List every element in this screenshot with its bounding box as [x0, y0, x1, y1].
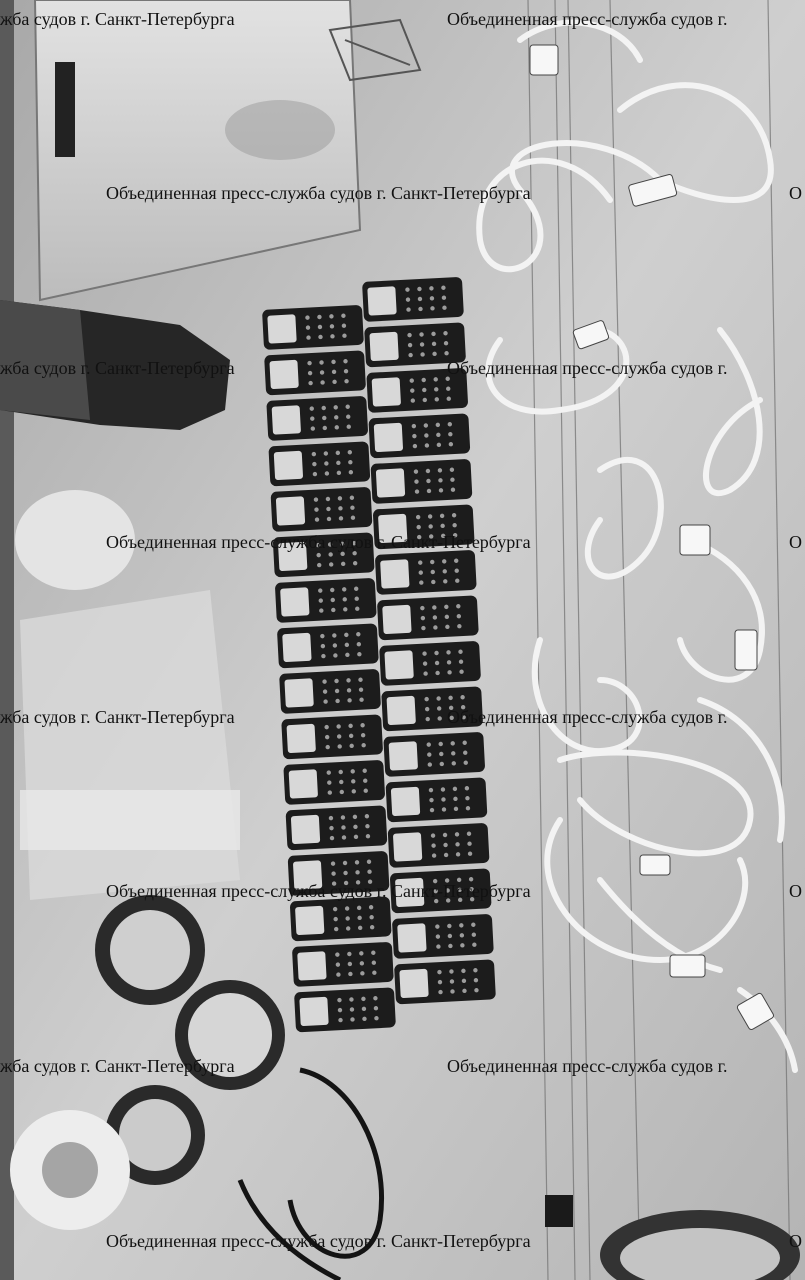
watermark: жба судов г. Санкт-Петербурга: [0, 1056, 235, 1076]
phone: [277, 623, 379, 669]
gloved-hand: [0, 300, 230, 430]
watermark: О: [789, 532, 802, 552]
phone: [373, 504, 475, 550]
phone: [368, 413, 471, 459]
phone: [266, 396, 368, 441]
phone: [279, 669, 381, 714]
phone: [292, 942, 394, 987]
phone: [387, 823, 490, 868]
phone: [375, 550, 477, 595]
phone: [381, 686, 483, 732]
phone: [364, 322, 466, 368]
watermark: Объединенная пресс-служба судов г. Санкт…: [106, 183, 531, 203]
phone: [281, 714, 383, 760]
phone: [287, 851, 390, 896]
watermark: Объединенная пресс-служба судов г. Санкт…: [106, 1231, 531, 1251]
phone: [264, 350, 366, 396]
watermark: Объединенная пресс-служба судов г.: [447, 9, 728, 29]
watermark: Объединенная пресс-служба судов г.: [447, 1056, 728, 1076]
watermark: О: [789, 1231, 802, 1251]
watermark: О: [789, 881, 802, 901]
phone: [362, 277, 464, 322]
phone: [394, 959, 496, 1005]
laptop: [33, 0, 362, 302]
phone: [270, 487, 373, 532]
phone: [377, 595, 479, 641]
phone: [392, 914, 494, 959]
phone: [275, 578, 377, 623]
dark-plug: [545, 1195, 573, 1227]
phone: [379, 641, 481, 686]
phone: [383, 732, 485, 777]
watermark: Объединенная пресс-служба судов г. Санкт…: [106, 881, 531, 901]
phone: [273, 532, 375, 578]
watermark: Объединенная пресс-служба судов г.: [447, 358, 728, 378]
phone: [262, 305, 364, 350]
phone: [366, 368, 468, 413]
phone: [294, 987, 396, 1033]
watermark: О: [789, 183, 802, 203]
wire-stand: [328, 18, 422, 82]
dark-cable: [237, 1067, 384, 1280]
left-dark-margin: [0, 0, 14, 1280]
phone: [385, 777, 488, 823]
phone: [390, 868, 492, 914]
phone: [283, 760, 385, 805]
phone: [268, 441, 371, 487]
phone: [290, 896, 392, 942]
watermark: жба судов г. Санкт-Петербурга: [0, 9, 235, 29]
tape-rolls: [10, 895, 800, 1280]
phone: [370, 459, 473, 504]
cable-connectors: [529, 44, 774, 1030]
watermark: Объединенная пресс-служба судов г. Санкт…: [106, 532, 531, 552]
white-cables: [476, 19, 798, 1073]
watermark: жба судов г. Санкт-Петербурга: [0, 358, 235, 378]
phone: [285, 805, 388, 851]
phone-grid: [262, 277, 496, 1033]
white-boxes: [15, 490, 240, 900]
watermark: Объединенная пресс-служба судов г.: [447, 707, 728, 727]
laptop-port: [55, 62, 75, 157]
watermark: жба судов г. Санкт-Петербурга: [0, 707, 235, 727]
